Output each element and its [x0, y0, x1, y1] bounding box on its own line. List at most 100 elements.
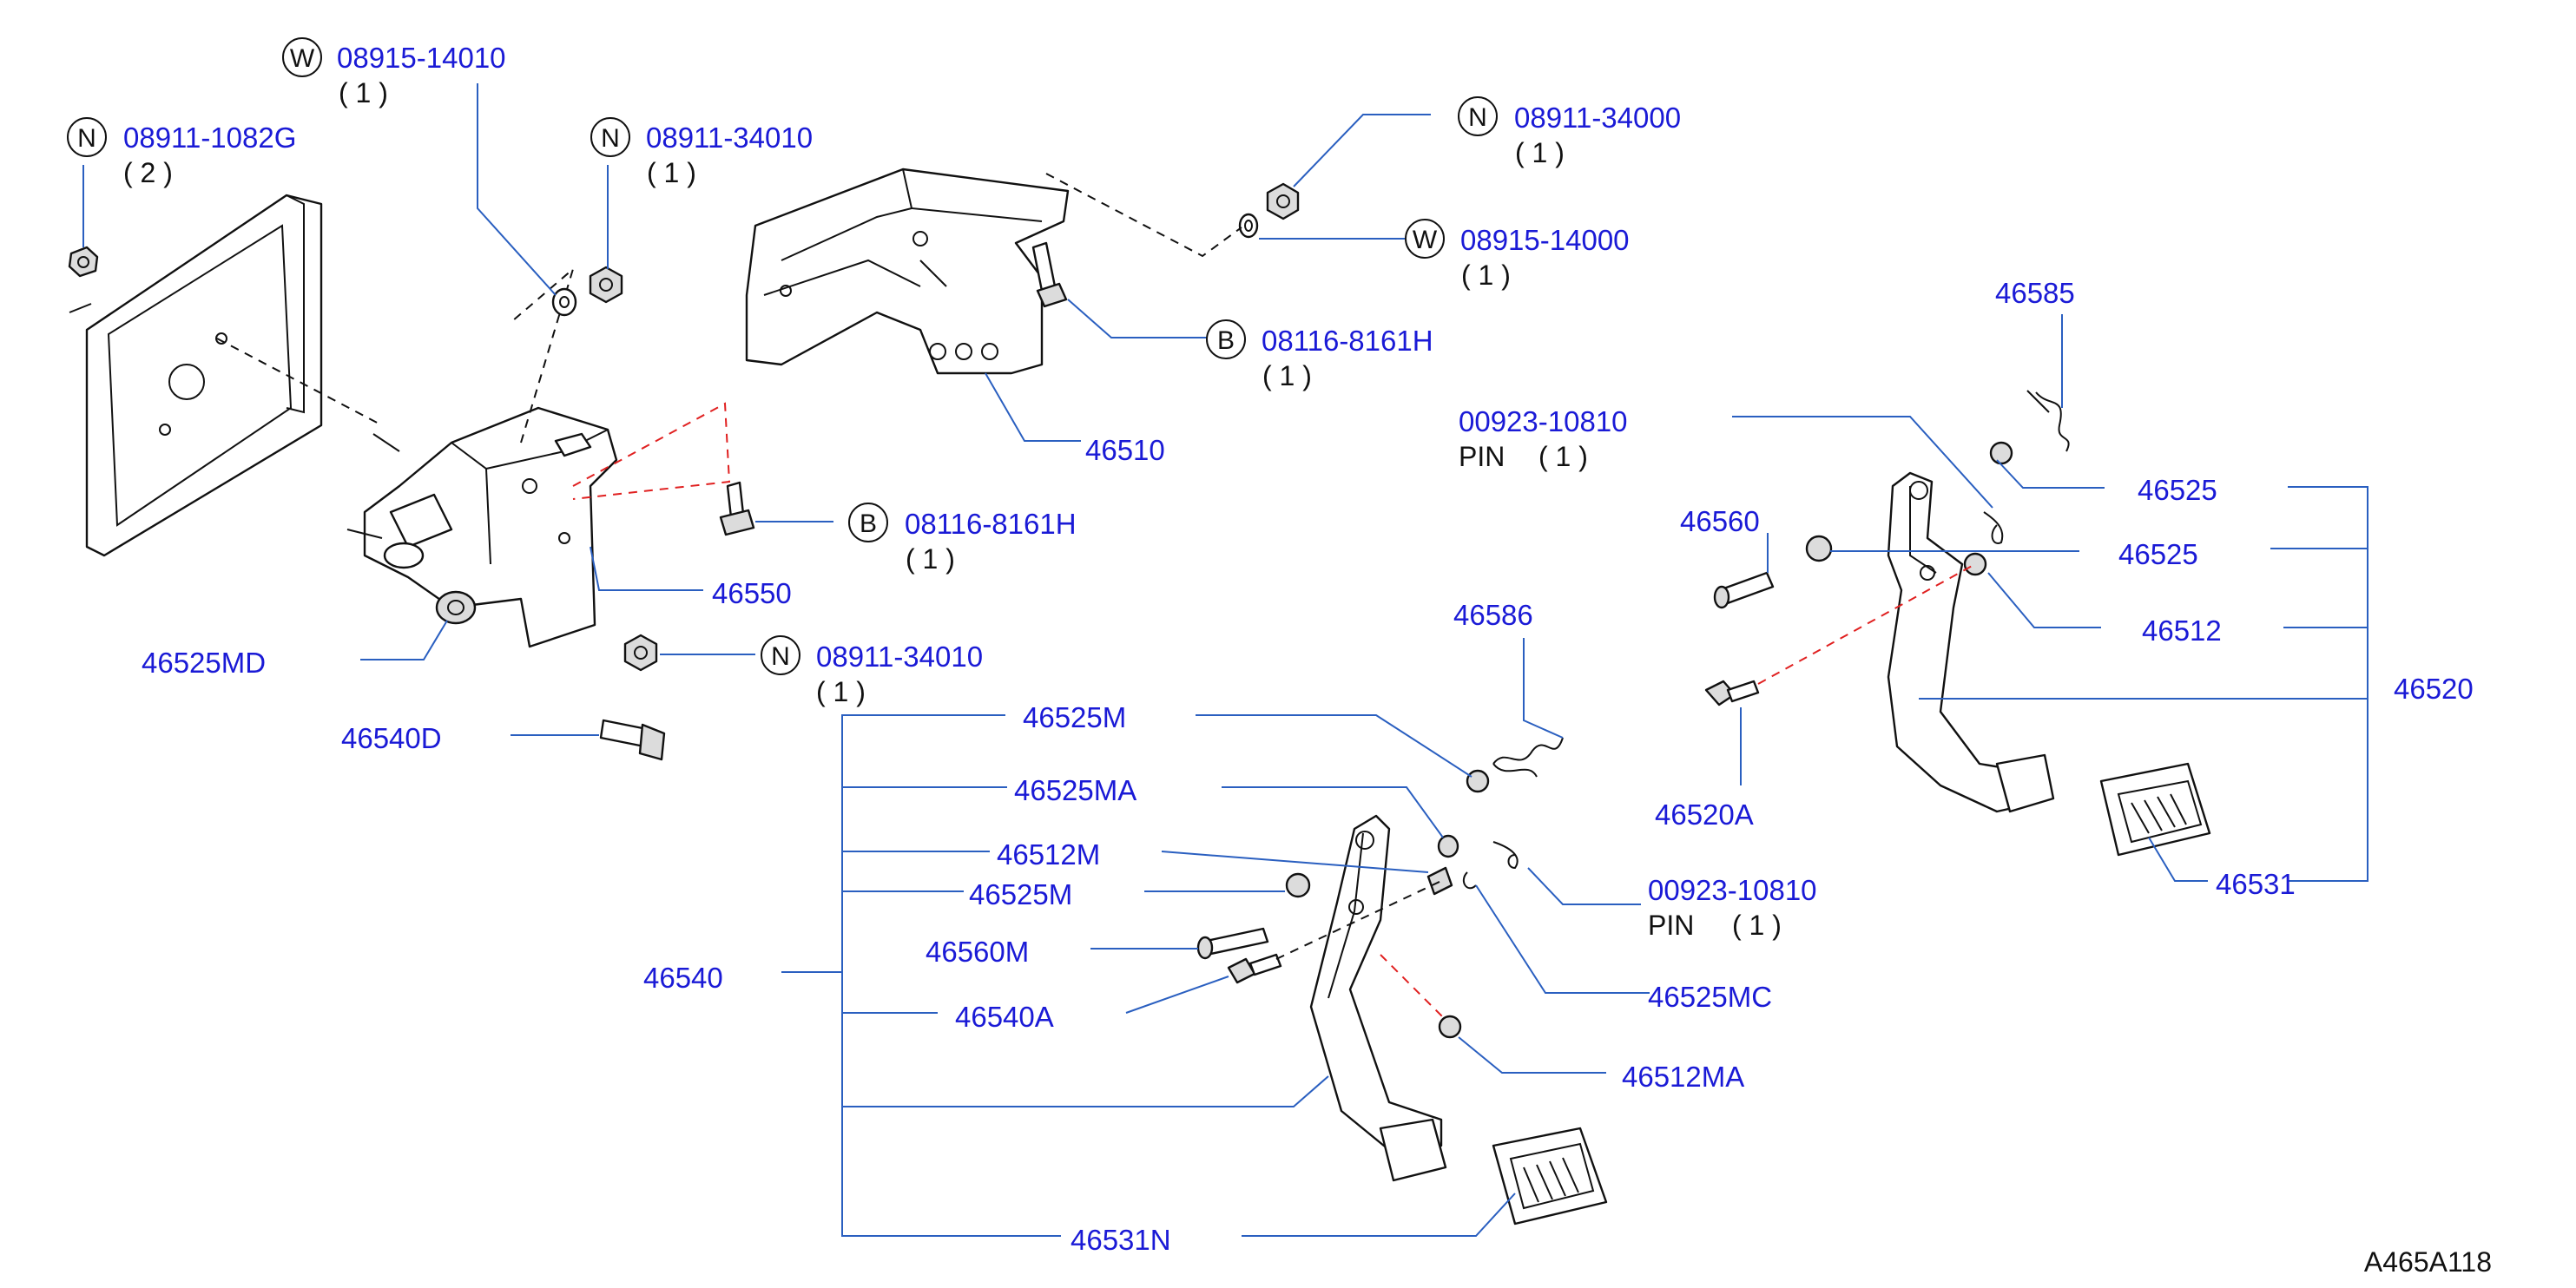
callout-n-08911-1082g: N 08911-1082G ( 2 ) — [67, 117, 296, 188]
pedal-46520-drawing — [1887, 471, 2055, 813]
stopper-46512ma-drawing — [1438, 1015, 1462, 1039]
pad-46531-drawing — [2099, 762, 2211, 857]
pin-quantity: ( 1 ) — [1732, 910, 1782, 941]
bracket-46510-drawing — [745, 168, 1070, 375]
callout-letter: W — [290, 44, 315, 73]
label-46560: 46560 — [1680, 505, 1760, 537]
catalog-code: A465A118 — [2364, 1246, 2492, 1278]
quantity-label: ( 1 ) — [647, 157, 696, 188]
pin-text: PIN — [1459, 441, 1505, 472]
pin-46560m-drawing — [1196, 927, 1269, 960]
callout-n-08911-34000: N 08911-34000 ( 1 ) — [1458, 96, 1681, 168]
spring-46586-drawing — [1492, 737, 1564, 778]
label-46586: 46586 — [1453, 599, 1533, 631]
quantity-label: ( 1 ) — [339, 77, 388, 108]
leader-lines — [82, 83, 2368, 1237]
label-46540: 46540 — [643, 962, 723, 994]
quantity-label: ( 1 ) — [816, 676, 866, 707]
label-46525m-b: 46525M — [969, 878, 1072, 910]
pin-part-number: 00923-10810 — [1459, 405, 1628, 437]
label-46525-b: 46525 — [2118, 538, 2198, 570]
label-46512: 46512 — [2142, 614, 2222, 647]
part-number-label: 08911-34000 — [1514, 102, 1681, 134]
pin-clip-upper-drawing — [1983, 511, 2004, 544]
bushing-46525m-b-drawing — [1285, 872, 1311, 898]
label-46540d: 46540D — [341, 722, 442, 754]
label-46525mc: 46525MC — [1648, 981, 1772, 1013]
part-number-label: 08116-8161H — [905, 508, 1077, 540]
label-46540a: 46540A — [955, 1001, 1054, 1033]
pad-46531n-drawing — [1492, 1127, 1608, 1226]
quantity-label: ( 1 ) — [1515, 137, 1565, 168]
label-46550: 46550 — [712, 577, 792, 609]
clip-46525mc-drawing — [1462, 871, 1477, 890]
pin-part-number: 00923-10810 — [1648, 874, 1817, 906]
label-46531: 46531 — [2216, 868, 2296, 900]
label-46531n: 46531N — [1071, 1224, 1171, 1256]
quantity-label: ( 1 ) — [906, 543, 955, 575]
bushing-46525md-drawing — [435, 590, 477, 625]
label-46525ma: 46525MA — [1014, 774, 1136, 806]
bolt-46540d-drawing — [599, 719, 666, 761]
quantity-label: ( 1 ) — [1262, 360, 1312, 391]
bolt-46520a-drawing — [1704, 680, 1760, 706]
callout-letter: B — [1217, 326, 1235, 355]
callout-n-08911-34010-top: N 08911-34010 ( 1 ) — [590, 117, 813, 188]
quantity-label: ( 1 ) — [1461, 260, 1511, 291]
bolt-46540a-drawing — [1227, 953, 1282, 984]
pedal-46540-drawing — [1309, 814, 1447, 1182]
callout-letter: B — [860, 509, 877, 538]
bushing-46525-a-drawing — [1989, 441, 2013, 465]
part-number-label: 08915-14010 — [337, 42, 506, 74]
pin-clip-lower-drawing — [1492, 841, 1519, 870]
nut-08911-34010-top-drawing — [589, 266, 623, 304]
bushing-46525-b-drawing — [1805, 535, 1833, 562]
label-46585: 46585 — [1995, 277, 2075, 309]
label-46510: 46510 — [1085, 434, 1165, 466]
callout-w-08915-14000: W 08915-14000 ( 1 ) — [1405, 219, 1630, 291]
stopper-46512m-drawing — [1426, 866, 1453, 896]
pin-label-upper: 00923-10810 PIN ( 1 ) — [1459, 405, 1628, 472]
label-46560m: 46560M — [926, 936, 1029, 968]
washer-08915-14010-drawing — [551, 287, 577, 317]
label-46525m: 46525M — [1023, 701, 1126, 733]
bracket-46550-drawing — [346, 406, 618, 648]
callout-letter: N — [771, 642, 790, 671]
part-number-label: 08911-1082G — [123, 122, 296, 154]
callout-b-08116-8161h-upper: B 08116-8161H ( 1 ) — [1206, 319, 1433, 391]
callout-n-08911-34010-mid: N 08911-34010 ( 1 ) — [761, 635, 983, 707]
label-46520a: 46520A — [1655, 798, 1754, 831]
part-number-label: 08911-34010 — [646, 122, 813, 154]
label-46512m: 46512M — [997, 838, 1100, 871]
dash-panel-drawing — [69, 194, 323, 557]
callout-w-08915-14010: W 08915-14010 ( 1 ) — [282, 37, 506, 108]
label-46520: 46520 — [2394, 673, 2474, 705]
label-46525-a: 46525 — [2138, 474, 2217, 506]
callout-letter: N — [601, 124, 620, 153]
pin-label-lower: 00923-10810 PIN ( 1 ) — [1648, 874, 1817, 941]
callout-letter: N — [1468, 103, 1487, 132]
bolt-08116-lower-drawing — [719, 481, 755, 536]
panel-nut-drawing — [68, 246, 99, 278]
bushing-46525m-drawing — [1466, 769, 1490, 793]
quantity-label: ( 2 ) — [123, 157, 173, 188]
part-number-label: 08911-34010 — [816, 641, 983, 673]
nut-08911-34000-drawing — [1266, 182, 1300, 220]
callout-letter: W — [1413, 226, 1438, 254]
pin-text: PIN — [1648, 910, 1694, 941]
callout-letter: N — [77, 124, 96, 153]
part-number-label: 08116-8161H — [1262, 325, 1433, 357]
part-labels: 46510 46550 46525MD 46540D 46585 46525 4… — [142, 277, 2474, 1256]
nut-08911-34010-mid-drawing — [623, 634, 658, 672]
label-46525md: 46525MD — [142, 647, 266, 679]
stopper-46512-drawing — [1963, 552, 1987, 576]
bushing-46525ma-drawing — [1437, 834, 1459, 858]
label-46512ma: 46512MA — [1622, 1061, 1744, 1093]
callout-b-08116-8161h-lower: B 08116-8161H ( 1 ) — [848, 503, 1077, 575]
bolt-08116-upper-drawing — [1031, 241, 1068, 308]
washer-08915-14000-drawing — [1238, 213, 1259, 239]
spring-46585-drawing — [2026, 390, 2070, 452]
pin-46560-drawing — [1713, 571, 1775, 609]
part-number-label: 08915-14000 — [1460, 224, 1630, 256]
